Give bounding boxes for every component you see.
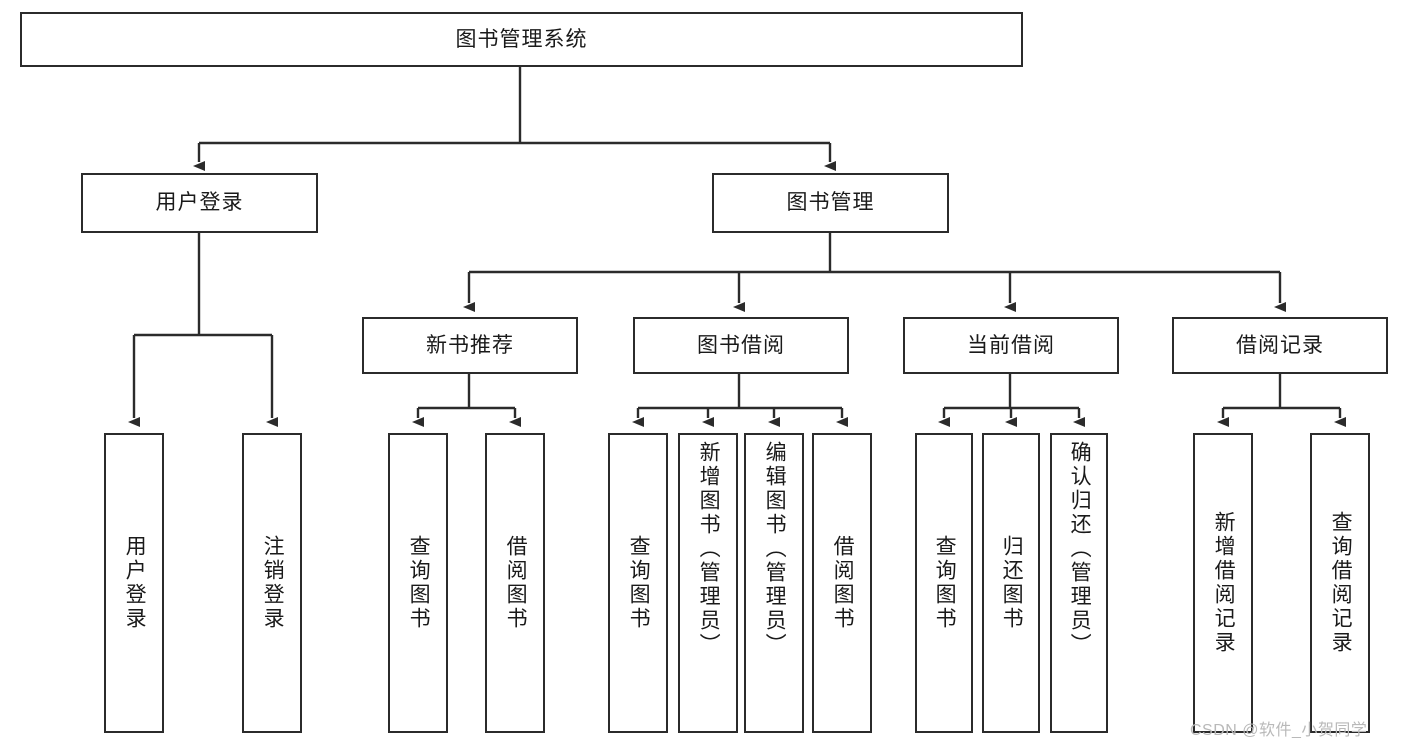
node-label: 归还图书	[1000, 535, 1024, 631]
leaf-user-login-logout[interactable]: 注销登录	[242, 433, 302, 733]
node-label: 查询借阅记录	[1329, 511, 1353, 655]
node-label: 注销登录	[261, 535, 285, 631]
leaf-record-query-record[interactable]: 查询借阅记录	[1310, 433, 1370, 733]
leaf-borrow-edit-book-admin[interactable]: 编辑图书（管理员）	[744, 433, 804, 733]
node-label: 图书借阅	[697, 333, 785, 357]
csdn-watermark: CSDN @软件_小贺同学	[1190, 722, 1368, 739]
node-label: 新增借阅记录	[1212, 511, 1236, 655]
node-label: 新增图书（管理员）	[697, 441, 721, 657]
node-label: 编辑图书（管理员）	[763, 441, 787, 657]
node-root-book-management-system[interactable]: 图书管理系统	[20, 12, 1023, 67]
leaf-borrow-borrow-book[interactable]: 借阅图书	[812, 433, 872, 733]
leaf-current-confirm-return-admin[interactable]: 确认归还（管理员）	[1050, 433, 1108, 733]
node-book-management[interactable]: 图书管理	[712, 173, 949, 233]
node-user-login[interactable]: 用户登录	[81, 173, 318, 233]
node-borrow-record[interactable]: 借阅记录	[1172, 317, 1388, 374]
leaf-borrow-add-book-admin[interactable]: 新增图书（管理员）	[678, 433, 738, 733]
node-label: 借阅图书	[504, 535, 528, 631]
node-label: 查询图书	[407, 535, 431, 631]
node-current-borrow[interactable]: 当前借阅	[903, 317, 1119, 374]
node-label: 查询图书	[627, 535, 651, 631]
node-label: 用户登录	[155, 191, 244, 215]
node-label: 用户登录	[123, 535, 147, 631]
node-label: 确认归还（管理员）	[1068, 441, 1092, 657]
node-label: 借阅记录	[1236, 333, 1324, 357]
node-label: 查询图书	[933, 535, 957, 631]
node-new-book-recommend[interactable]: 新书推荐	[362, 317, 578, 374]
node-book-borrow[interactable]: 图书借阅	[633, 317, 849, 374]
node-label: 图书管理	[786, 191, 875, 215]
leaf-user-login-login[interactable]: 用户登录	[104, 433, 164, 733]
node-label: 图书管理系统	[455, 27, 588, 51]
node-label: 借阅图书	[831, 535, 855, 631]
leaf-borrow-query-book[interactable]: 查询图书	[608, 433, 668, 733]
leaf-current-query-book[interactable]: 查询图书	[915, 433, 973, 733]
leaf-current-return-book[interactable]: 归还图书	[982, 433, 1040, 733]
node-label: 新书推荐	[426, 333, 514, 357]
leaf-recommend-query-book[interactable]: 查询图书	[388, 433, 448, 733]
node-label: 当前借阅	[967, 333, 1055, 357]
leaf-record-add-record[interactable]: 新增借阅记录	[1193, 433, 1253, 733]
leaf-recommend-borrow-book[interactable]: 借阅图书	[485, 433, 545, 733]
